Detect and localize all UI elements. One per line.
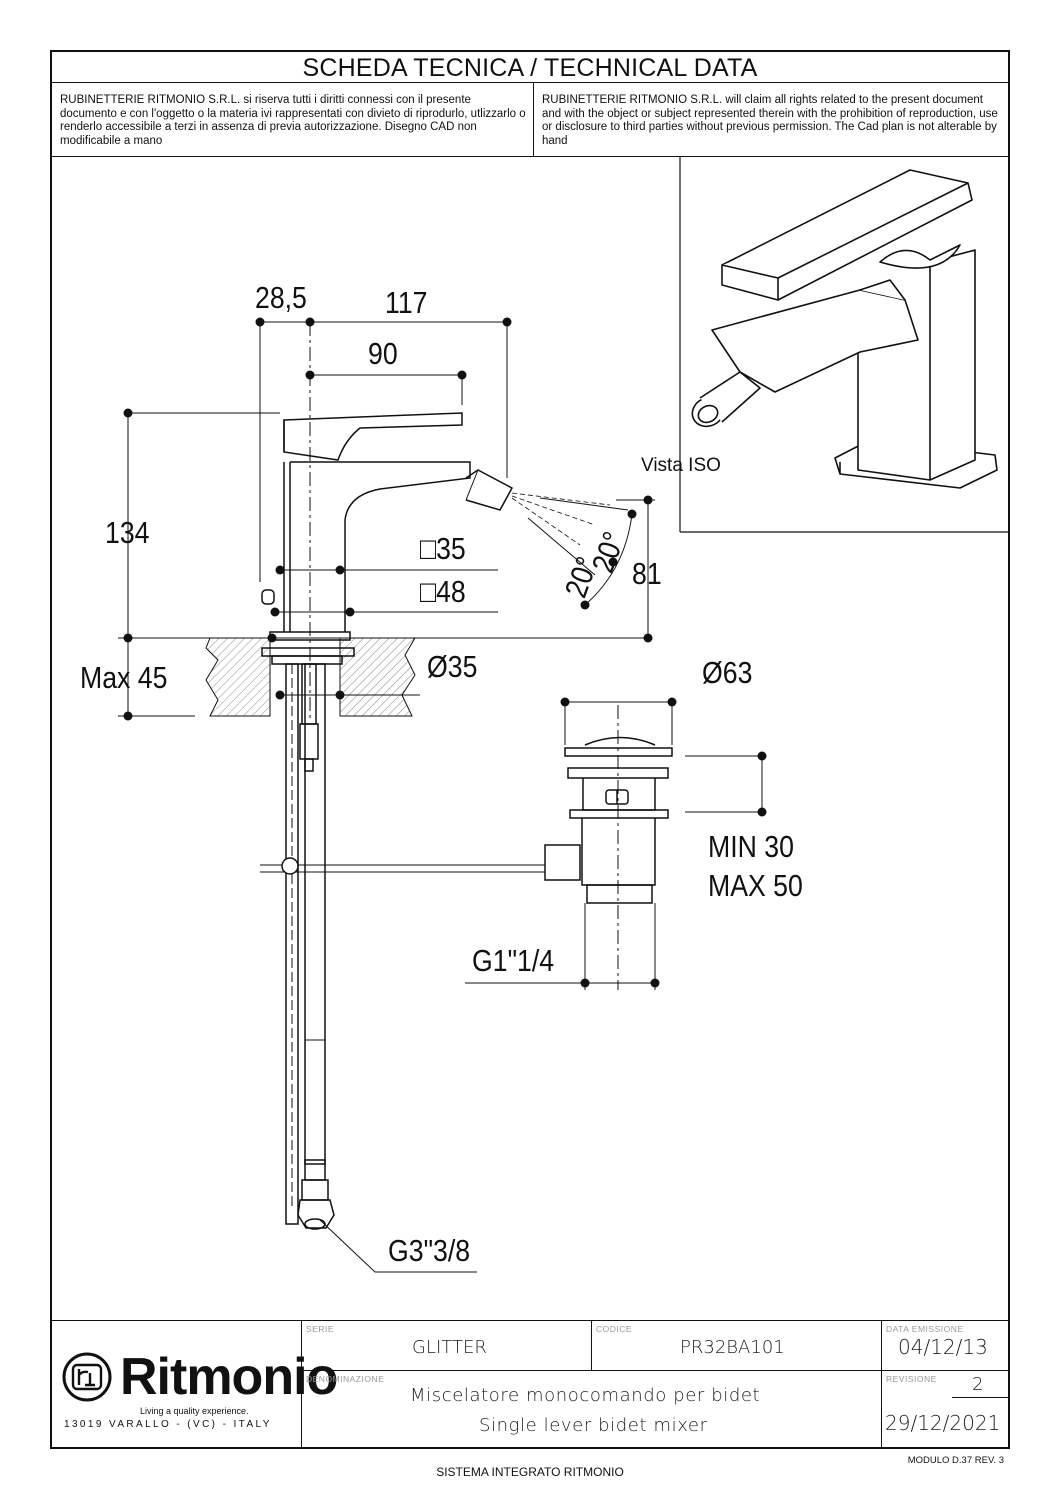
- codice-value: PR32BA101: [680, 1337, 785, 1358]
- legal-notice-italian: RUBINETTERIE RITMONIO S.R.L. si riserva …: [52, 83, 534, 157]
- technical-sheet: SCHEDA TECNICA / TECHNICAL DATA RUBINETT…: [50, 50, 1010, 1449]
- denominazione-label: DENOMINAZIONE: [306, 1374, 385, 1384]
- legal-notice-english: RUBINETTERIE RITMONIO S.R.L. will claim …: [534, 83, 1008, 157]
- ritmonio-logo-icon: [62, 1352, 112, 1402]
- system-footer: SISTEMA INTEGRATO RITMONIO: [436, 1465, 624, 1479]
- dim-max-45: Max 45: [80, 660, 168, 695]
- dimension-dots: [123, 317, 767, 988]
- serie-value: GLITTER: [412, 1337, 487, 1358]
- data-emissione-cell: DATA EMISSIONE 04/12/13: [882, 1321, 1008, 1371]
- codice-cell: CODICE PR32BA101: [592, 1321, 882, 1371]
- faucet-elevation: [260, 412, 633, 1230]
- revisione-label: REVISIONE: [886, 1374, 937, 1384]
- iso-faucet-illustration: [691, 169, 998, 489]
- data-emissione-label: DATA EMISSIONE: [886, 1324, 964, 1334]
- logo-cell: Ritmonio Living a quality experience. 13…: [52, 1321, 338, 1448]
- center-lines: [309, 322, 619, 990]
- module-reference: MODULO D.37 REV. 3: [907, 1455, 1004, 1466]
- data-emissione-value: 04/12/13: [898, 1335, 988, 1359]
- codice-label: CODICE: [596, 1324, 633, 1334]
- dim-117: 117: [385, 285, 428, 320]
- dim-square-48: □48: [420, 574, 466, 609]
- dim-28-5: 28,5: [255, 280, 307, 315]
- dim-square-35: □35: [420, 531, 466, 566]
- dim-90: 90: [368, 336, 398, 371]
- dim-max-50: MAX 50: [708, 868, 803, 903]
- revisione-cell: REVISIONE 2 29/12/2021: [882, 1371, 1008, 1448]
- dim-diameter-63: Ø63: [702, 655, 753, 690]
- pop-up-waste: [544, 736, 673, 904]
- dim-81: 81: [632, 556, 662, 591]
- dim-134: 134: [105, 515, 150, 550]
- dim-diameter-35: Ø35: [427, 649, 478, 684]
- logo-tagline: Living a quality experience.: [140, 1406, 249, 1416]
- sheet-title: SCHEDA TECNICA / TECHNICAL DATA: [52, 52, 1008, 83]
- denominazione-italian: Miscelatore monocomando per bidet: [410, 1385, 761, 1406]
- logo-wordmark: Ritmonio: [120, 1348, 338, 1406]
- serie-label: SERIE: [306, 1324, 335, 1334]
- iso-view-label: Vista ISO: [641, 455, 721, 476]
- dim-min-30: MIN 30: [708, 829, 794, 864]
- dim-thread-g3-3-8: G3"3/8: [388, 1233, 471, 1268]
- denominazione-cell: DENOMINAZIONE Miscelatore monocomando pe…: [302, 1371, 882, 1448]
- countertop-section: [205, 637, 416, 717]
- revisione-underline: [952, 1397, 1008, 1398]
- dim-thread-g1-1-4: G1"1/4: [472, 943, 555, 978]
- revisione-value: 2: [972, 1374, 984, 1395]
- title-block: Ritmonio Living a quality experience. 13…: [52, 1320, 1008, 1448]
- revisione-date: 29/12/2021: [885, 1411, 1001, 1435]
- denominazione-english: Single lever bidet mixer: [479, 1415, 708, 1436]
- serie-cell: SERIE GLITTER: [302, 1321, 592, 1371]
- logo-address: 13019 VARALLO - (VC) - ITALY: [64, 1419, 272, 1430]
- iso-view-frame: [679, 156, 1008, 533]
